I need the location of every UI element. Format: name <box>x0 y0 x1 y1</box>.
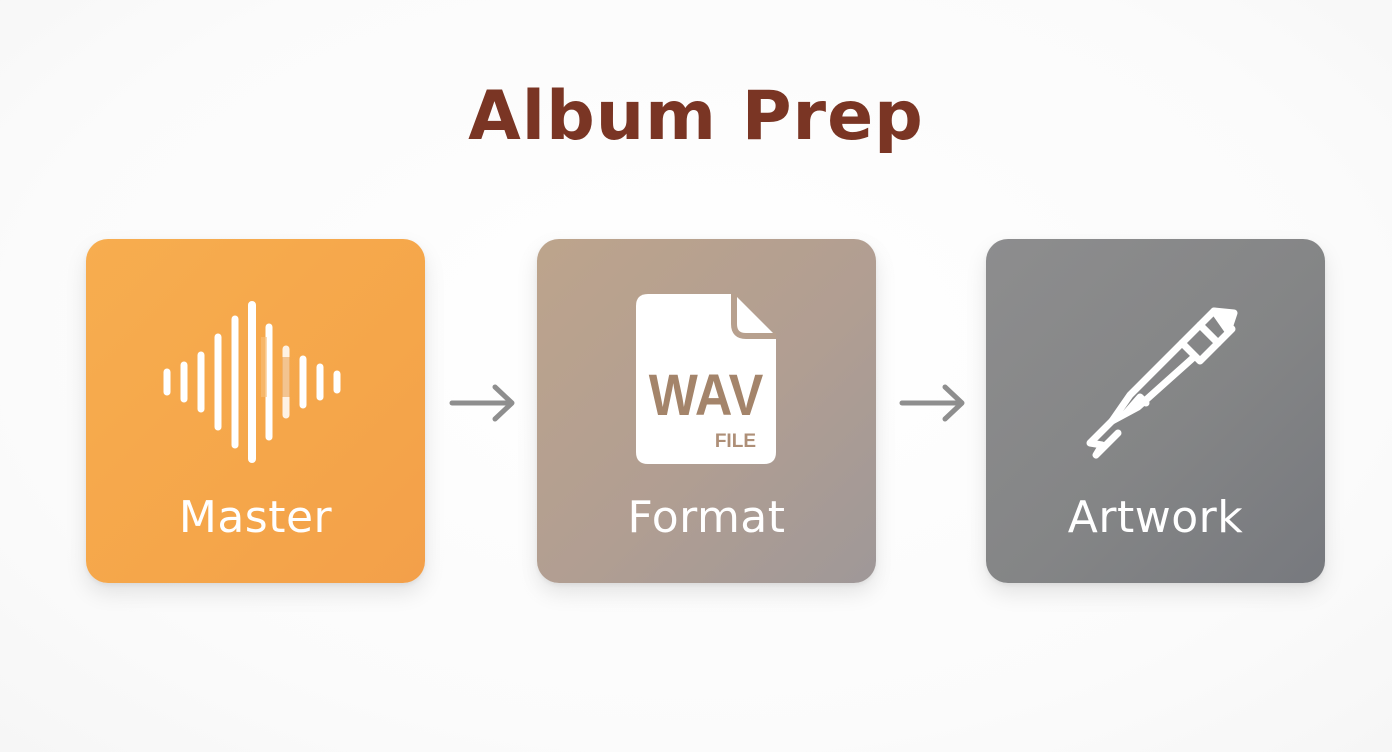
diagram-title: Album Prep <box>468 77 924 156</box>
arrow-right-icon <box>449 384 515 422</box>
wav-file-icon-main-text: WAV <box>649 362 764 427</box>
step-label-artwork: Artwork <box>1067 492 1244 543</box>
step-label-format: Format <box>627 492 786 543</box>
step-card-artwork: Artwork <box>986 239 1325 583</box>
wav-file-icon: WAV FILE <box>636 294 776 464</box>
marker-pen-icon <box>1086 307 1238 459</box>
step-card-format: WAV FILE Format <box>537 239 876 583</box>
waveform-icon <box>163 301 341 463</box>
arrow-right-icon <box>899 384 965 422</box>
step-card-master: Master <box>86 239 425 583</box>
step-label-master: Master <box>178 492 333 543</box>
wav-file-icon-sub-text: FILE <box>715 431 756 452</box>
